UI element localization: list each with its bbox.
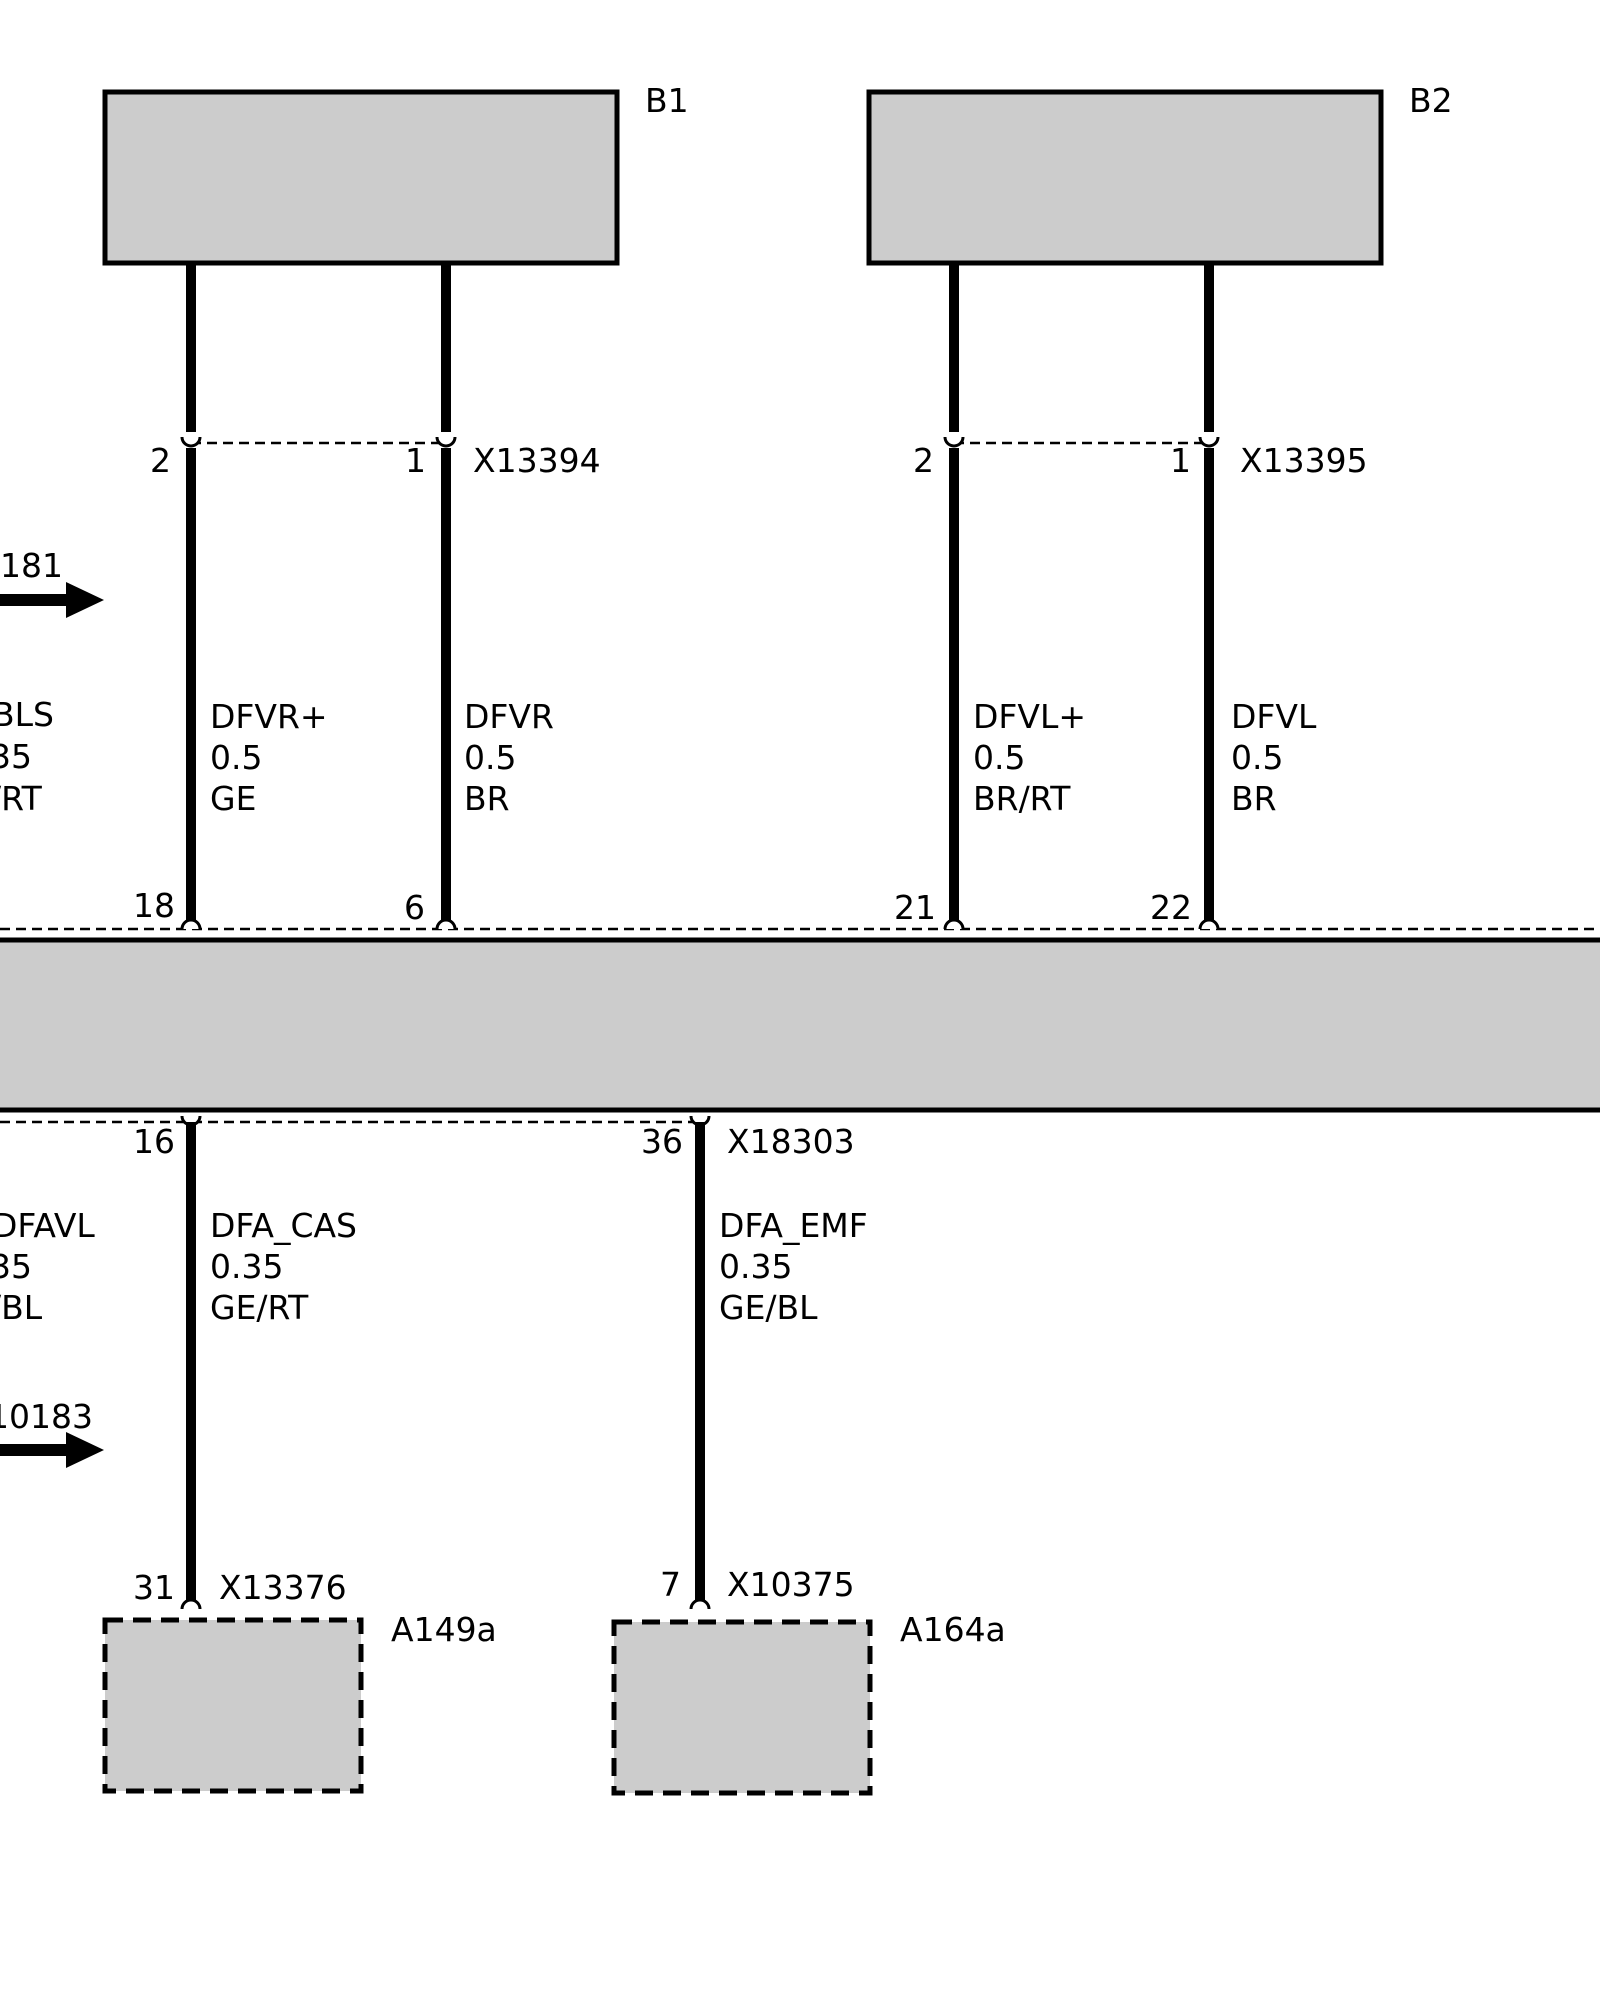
component-a164a-label: A164a bbox=[900, 1610, 1006, 1649]
pin-number: 1 bbox=[405, 441, 426, 480]
wire-color-code: /RT bbox=[0, 779, 43, 818]
wire-color-code: BR bbox=[1231, 779, 1277, 818]
pin-number: 1 bbox=[1170, 441, 1191, 480]
connector-x13395-label: X13395 bbox=[1240, 441, 1368, 480]
connector-x18303-label: X18303 bbox=[727, 1122, 855, 1161]
pin-cup bbox=[180, 436, 202, 448]
wire-label-cutoff-top: BLS 35 /RT bbox=[0, 695, 54, 818]
component-b1-label: B1 bbox=[645, 81, 689, 120]
connector-x13376-label: X13376 bbox=[219, 1568, 347, 1607]
wire-signal-name: DFA_EMF bbox=[719, 1206, 868, 1245]
pin-cup bbox=[689, 1598, 711, 1610]
wire-signal-name: DFVR bbox=[464, 697, 554, 736]
wire-signal-name: BLS bbox=[0, 695, 54, 734]
component-a149a-box[interactable] bbox=[102, 1617, 364, 1794]
arrow-head-icon bbox=[66, 1432, 104, 1468]
offpage-reference-top[interactable]: 181 bbox=[0, 546, 104, 618]
pin-cup bbox=[435, 918, 457, 930]
wire-signal-name: DFA_CAS bbox=[210, 1206, 357, 1245]
wire-label-cutoff-bottom: DFAVL 35 /BL bbox=[0, 1206, 95, 1327]
pin-cup bbox=[180, 1598, 202, 1610]
main-module-box[interactable] bbox=[0, 937, 1600, 1113]
wire-label-dfvr-plus: DFVR+ 0.5 GE bbox=[210, 697, 328, 818]
pin-cup bbox=[943, 918, 965, 930]
wire-signal-name: DFVL+ bbox=[973, 697, 1086, 736]
arrow-head-icon bbox=[66, 582, 104, 618]
connector-x13395[interactable]: 2 1 X13395 bbox=[913, 436, 1368, 480]
wire-color-code: /BL bbox=[0, 1288, 43, 1327]
component-b2-box[interactable] bbox=[866, 89, 1384, 266]
pin-number: 16 bbox=[133, 1122, 175, 1161]
offpage-reference-bottom[interactable]: 10183 bbox=[0, 1397, 104, 1468]
wire-label-dfa-cas: DFA_CAS 0.35 GE/RT bbox=[210, 1206, 357, 1327]
wire-size: 0.5 bbox=[464, 738, 516, 777]
wire-size: 0.5 bbox=[1231, 738, 1283, 777]
pin-number: 31 bbox=[133, 1568, 175, 1607]
pin-number: 2 bbox=[913, 441, 934, 480]
pin-number: 6 bbox=[404, 888, 425, 927]
offpage-reference-label: 181 bbox=[0, 546, 63, 585]
component-a149a[interactable]: A149a bbox=[102, 1610, 497, 1794]
pin-number: 7 bbox=[660, 1565, 681, 1604]
connector-x10375-label: X10375 bbox=[727, 1565, 855, 1604]
offpage-reference-label: 10183 bbox=[0, 1397, 93, 1436]
connector-x13394-label: X13394 bbox=[473, 441, 601, 480]
wire-label-dfvl-plus: DFVL+ 0.5 BR/RT bbox=[973, 697, 1086, 818]
wire-label-dfvr: DFVR 0.5 BR bbox=[464, 697, 554, 818]
pin-number: 2 bbox=[150, 441, 171, 480]
pin-number: 22 bbox=[1150, 888, 1192, 927]
wire-size: 35 bbox=[0, 1247, 32, 1286]
pin-cup bbox=[1198, 918, 1220, 930]
component-a164a-box[interactable] bbox=[611, 1619, 873, 1796]
pin-number: 36 bbox=[641, 1122, 683, 1161]
pin-cup bbox=[1198, 436, 1220, 448]
wire-size: 0.5 bbox=[973, 738, 1025, 777]
wire-size: 0.35 bbox=[719, 1247, 792, 1286]
wire-label-dfvl: DFVL 0.5 BR bbox=[1231, 697, 1317, 818]
wire-size: 35 bbox=[0, 737, 32, 776]
wire-label-dfa-emf: DFA_EMF 0.35 GE/BL bbox=[719, 1206, 868, 1327]
component-a164a[interactable]: A164a bbox=[611, 1610, 1006, 1796]
wire-signal-name: DFVL bbox=[1231, 697, 1317, 736]
wire-color-code: BR bbox=[464, 779, 510, 818]
connector-x10375[interactable]: 7 X10375 bbox=[660, 1565, 855, 1610]
wire-color-code: BR/RT bbox=[973, 779, 1071, 818]
pin-number: 18 bbox=[133, 886, 175, 925]
pin-cup bbox=[943, 436, 965, 448]
component-b2[interactable]: B2 bbox=[866, 81, 1453, 266]
wire-size: 0.35 bbox=[210, 1247, 283, 1286]
component-b2-label: B2 bbox=[1409, 81, 1453, 120]
wire-signal-name: DFAVL bbox=[0, 1206, 95, 1245]
wire-color-code: GE/BL bbox=[719, 1288, 818, 1327]
pin-cup bbox=[180, 918, 202, 930]
pin-number: 21 bbox=[894, 888, 936, 927]
connector-x13376[interactable]: 31 X13376 bbox=[133, 1568, 347, 1610]
pin-cup bbox=[435, 436, 457, 448]
main-module[interactable]: 18 6 21 22 16 36 X18303 bbox=[0, 886, 1600, 1161]
connector-x13394[interactable]: 2 1 X13394 bbox=[150, 436, 601, 480]
wire-color-code: GE/RT bbox=[210, 1288, 309, 1327]
component-b1[interactable]: B1 bbox=[102, 81, 689, 266]
component-b1-box[interactable] bbox=[102, 89, 620, 266]
component-a149a-label: A149a bbox=[391, 1610, 497, 1649]
wire-size: 0.5 bbox=[210, 738, 262, 777]
wire-color-code: GE bbox=[210, 779, 256, 818]
wire-signal-name: DFVR+ bbox=[210, 697, 328, 736]
